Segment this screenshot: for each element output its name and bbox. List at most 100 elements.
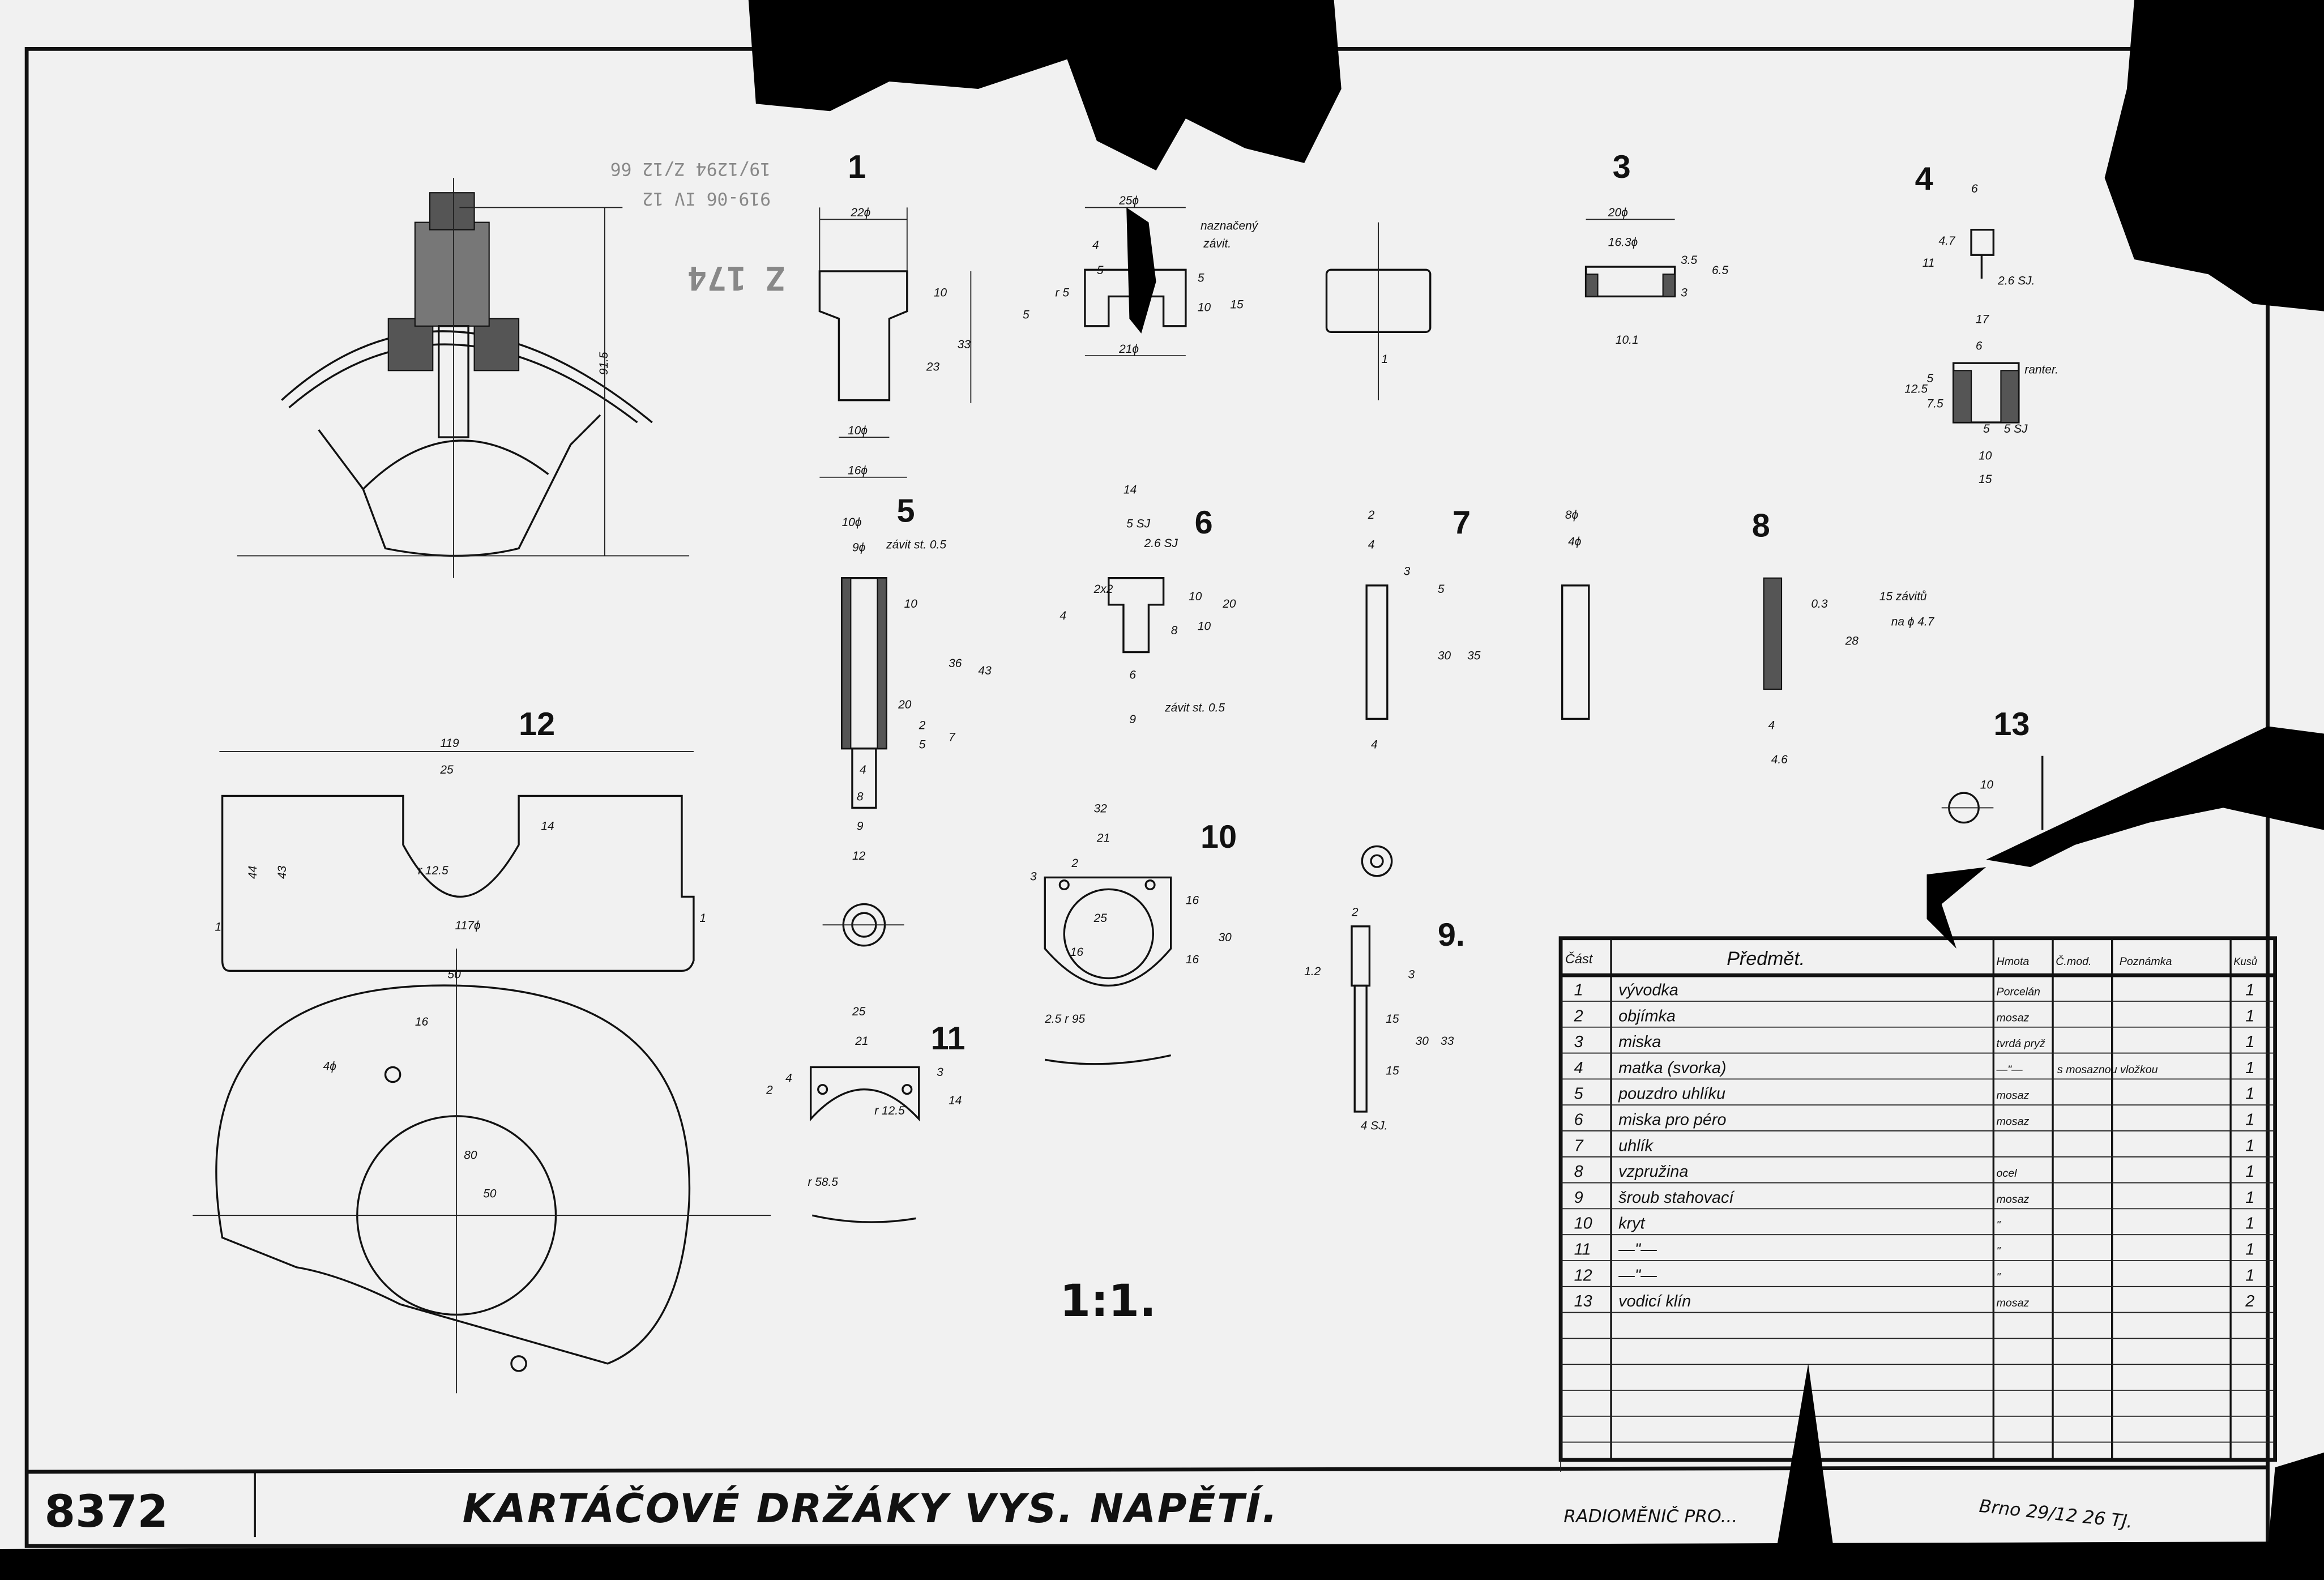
table-cell-part: 9 — [1574, 1189, 1583, 1207]
svg-text:19/1294 Z/12 66: 19/1294 Z/12 66 — [610, 159, 771, 179]
part-4-drawing: 4 6 4.7 11 2.6 SJ. 17 6 ranter. 12.5 5 7… — [1904, 161, 2058, 486]
svg-text:21ϕ: 21ϕ — [1118, 343, 1139, 356]
svg-text:4 SJ.: 4 SJ. — [1361, 1119, 1388, 1132]
svg-text:30: 30 — [1416, 1035, 1429, 1048]
svg-text:119: 119 — [440, 737, 459, 750]
svg-text:ranter.: ranter. — [2024, 364, 2058, 377]
svg-text:3: 3 — [1613, 149, 1631, 185]
svg-text:2: 2 — [919, 719, 926, 732]
table-cell-material: mosaz — [1997, 1116, 2030, 1128]
svg-text:naznačený: naznačený — [1201, 220, 1259, 233]
svg-text:43: 43 — [978, 664, 992, 677]
svg-text:23: 23 — [926, 360, 940, 373]
svg-text:10: 10 — [1201, 819, 1237, 855]
svg-text:8: 8 — [857, 790, 864, 803]
part-13-drawing: 13 10 — [1941, 706, 2044, 830]
svg-text:5: 5 — [1023, 309, 1029, 322]
table-cell-qty: 2 — [2245, 1292, 2254, 1310]
svg-text:25: 25 — [852, 1005, 866, 1018]
table-cell-name: šroub stahovací — [1618, 1189, 1735, 1207]
svg-text:12.5: 12.5 — [1904, 383, 1928, 396]
svg-text:44: 44 — [246, 866, 259, 879]
svg-text:117ϕ: 117ϕ — [455, 919, 481, 932]
svg-text:21: 21 — [1096, 832, 1110, 845]
table-cell-qty: 1 — [2245, 1059, 2254, 1077]
svg-text:4: 4 — [1768, 719, 1775, 732]
table-cell-qty: 1 — [2245, 1241, 2254, 1259]
table-cell-material: " — [1997, 1219, 2001, 1232]
svg-text:3: 3 — [937, 1066, 943, 1079]
svg-text:6: 6 — [1971, 182, 1978, 195]
part-9-drawing: 9. 2 1.2 3 15 30 33 15 4 SJ. — [1304, 906, 1465, 1132]
svg-text:14: 14 — [541, 820, 554, 833]
table-cell-material: mosaz — [1997, 1090, 2030, 1102]
svg-text:4ϕ: 4ϕ — [1568, 535, 1581, 548]
svg-text:80: 80 — [464, 1149, 477, 1162]
svg-text:15: 15 — [1230, 298, 1244, 311]
svg-text:Z 174: Z 174 — [687, 259, 785, 297]
svg-text:2: 2 — [1071, 857, 1078, 870]
svg-text:1: 1 — [215, 921, 222, 934]
table-cell-material: " — [1997, 1271, 2001, 1283]
svg-text:3.5: 3.5 — [1681, 254, 1697, 267]
svg-text:8ϕ: 8ϕ — [1565, 509, 1578, 522]
date-signature: Brno 29/12 26 TJ. — [1978, 1496, 2134, 1532]
svg-text:9.: 9. — [1438, 917, 1465, 953]
table-cell-qty: 1 — [2245, 1033, 2254, 1051]
svg-text:13: 13 — [1993, 706, 2030, 742]
svg-text:30: 30 — [1438, 650, 1451, 663]
svg-text:10: 10 — [1198, 301, 1211, 314]
header-qty: Kusů — [2233, 955, 2257, 967]
svg-text:5: 5 — [896, 493, 915, 529]
table-cell-part: 8 — [1574, 1163, 1583, 1181]
table-cell-qty: 1 — [2245, 1007, 2254, 1025]
svg-text:14: 14 — [949, 1094, 962, 1107]
svg-text:7: 7 — [1452, 505, 1471, 541]
svg-text:2: 2 — [1368, 509, 1375, 522]
svg-text:4: 4 — [1060, 609, 1066, 622]
part-7-drawing: 7 2 4 3 5 30 35 4 8ϕ 4ϕ — [1361, 505, 1590, 877]
header-model: Č.mod. — [2056, 955, 2091, 968]
svg-text:16ϕ: 16ϕ — [848, 464, 868, 477]
svg-text:25: 25 — [439, 763, 454, 776]
svg-text:33: 33 — [1441, 1035, 1454, 1048]
svg-text:16: 16 — [1186, 894, 1199, 907]
table-cell-qty: 1 — [2245, 1266, 2254, 1284]
svg-text:11: 11 — [931, 1020, 966, 1057]
svg-text:15 závitů: 15 závitů — [1879, 590, 1927, 603]
svg-text:10: 10 — [904, 597, 918, 610]
part-2-drawing: 25ϕ naznačený závit. 4 5 10 5 15 21ϕ r 5… — [1023, 194, 1432, 400]
part-11-drawing: 11 25 21 2 4 3 14 r 12.5 r 58.5 — [766, 1005, 966, 1223]
table-cell-material: mosaz — [1997, 1011, 2030, 1024]
svg-text:3: 3 — [1030, 870, 1037, 883]
table-cell-name: —"— — [1618, 1266, 1657, 1284]
svg-text:závit st. 0.5: závit st. 0.5 — [886, 538, 946, 551]
table-cell-qty: 1 — [2245, 1163, 2254, 1181]
svg-text:4ϕ: 4ϕ — [323, 1060, 336, 1073]
table-cell-part: 1 — [1574, 981, 1583, 999]
svg-text:21: 21 — [855, 1035, 868, 1048]
svg-text:7: 7 — [949, 731, 956, 744]
svg-text:9: 9 — [857, 820, 864, 833]
svg-text:12: 12 — [852, 849, 866, 862]
svg-text:5: 5 — [1438, 583, 1445, 596]
drawing-title: KARTÁČOVÉ DRŽÁKY VYS. NAPĚTÍ. — [463, 1484, 1279, 1532]
table-cell-qty: 1 — [2245, 981, 2254, 999]
svg-text:16: 16 — [1186, 953, 1199, 966]
svg-text:5: 5 — [1198, 271, 1204, 284]
svg-text:16: 16 — [1070, 946, 1084, 959]
table-cell-part: 5 — [1574, 1085, 1584, 1103]
part-10-drawing: 10 32 21 2 3 25 16 16 30 16 2.5 r 95 — [1030, 802, 1237, 1065]
part-3-drawing: 3 20ϕ 16.3ϕ 3.5 6.5 3 10.1 — [1584, 149, 1728, 347]
svg-text:22ϕ: 22ϕ — [850, 206, 870, 219]
svg-text:3: 3 — [1681, 286, 1688, 299]
svg-text:r 12.5: r 12.5 — [418, 864, 448, 877]
part-5-drawing: 5 10ϕ 9ϕ závit st. 0.5 10 36 43 20 2 5 7… — [822, 493, 992, 947]
table-cell-part: 3 — [1574, 1033, 1583, 1051]
svg-text:2: 2 — [1351, 906, 1358, 919]
table-cell-material: " — [1997, 1245, 2001, 1258]
svg-text:919-06 IV 12: 919-06 IV 12 — [642, 188, 771, 208]
table-cell-name: objímka — [1618, 1007, 1676, 1025]
